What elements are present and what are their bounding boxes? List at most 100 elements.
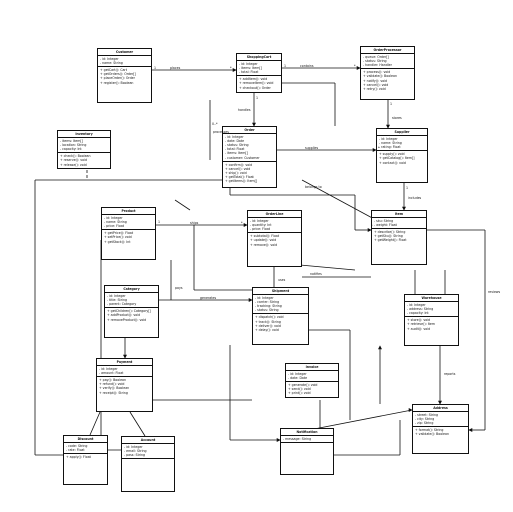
class-box-product: Product- id: Integer- name: String- pric…	[101, 207, 156, 260]
arrowhead	[276, 438, 281, 442]
class-attribute: - status: String	[363, 59, 387, 64]
class-attribute: - items: Item[]	[225, 151, 248, 156]
class-name: ShoppingCart	[237, 54, 281, 62]
arrowhead	[438, 400, 442, 405]
class-box-payment: Payment- id: Integer- amount: Float+ pay…	[96, 358, 153, 412]
association-line	[308, 409, 413, 431]
class-box-category: Category- id: Integer- title: String- pa…	[104, 285, 159, 338]
class-attribute: - capacity: Int	[407, 311, 429, 316]
class-box-invoice: Invoice- id: Integer- date: Date+ genera…	[285, 363, 339, 398]
class-attribute: - id: Integer	[124, 445, 143, 450]
class-box-account: Account- id: Integer- email: String- pas…	[121, 436, 175, 492]
class-attribute: - id: Integer	[250, 219, 269, 224]
class-method: + apply(): Float	[66, 455, 91, 460]
class-name: Category	[105, 286, 158, 294]
association-label: belongs to	[305, 185, 322, 189]
association-label: generates	[200, 296, 217, 300]
class-method: + format(): String	[415, 428, 444, 433]
class-attribute: - id: Integer	[100, 57, 119, 62]
class-attribute: - tracking: String	[255, 304, 282, 309]
class-attribute: - message: String	[283, 437, 312, 442]
class-method: + cancel(): void	[225, 166, 251, 171]
multiplicity: *	[354, 64, 356, 68]
association-label: processes	[213, 130, 229, 134]
class-box-item: Item- sku: String- weight: Float+ descri…	[371, 210, 427, 265]
class-method: + removeItem(): void	[239, 81, 274, 86]
method-section: + store(): void+ retrieve(): Item+ audit…	[405, 317, 458, 331]
attribute-section: - id: Integer- name: String	[98, 56, 151, 68]
class-method: + retrieve(): Item	[407, 322, 435, 327]
class-attribute: - id: Integer	[99, 367, 118, 372]
class-method: + store(): void	[407, 318, 431, 323]
class-attribute: - amount: Float	[99, 371, 124, 376]
multiplicity: 1	[406, 186, 409, 190]
class-method: + getPrice(): Float	[104, 231, 134, 236]
attribute-section: - id: Integer- quantity: Int- price: Flo…	[248, 218, 301, 234]
association-line	[129, 411, 146, 437]
method-section: + supply(): void+ getCatalog(): Item[]+ …	[377, 151, 427, 165]
arrowhead	[367, 228, 372, 232]
method-section	[122, 459, 174, 464]
multiplicity: *	[230, 66, 232, 70]
class-name: Inventory	[58, 131, 110, 139]
class-method: + addProduct(): void	[107, 313, 141, 318]
attribute-section: - id: Integer- date: Date- status: Strin…	[223, 134, 276, 162]
class-name: Item	[372, 211, 426, 219]
class-method: + audit(): void	[407, 326, 431, 331]
class-attribute: - weight: Float	[374, 223, 397, 228]
attribute-section: - items: Item[]- location: String- capac…	[58, 138, 110, 154]
method-section	[281, 443, 333, 448]
association-label: includes	[408, 196, 422, 200]
class-attribute: - name: String	[379, 141, 402, 146]
class-method: + check(): Boolean	[60, 154, 91, 159]
multiplicity: 1	[154, 66, 157, 70]
class-attribute: - id: Integer	[379, 137, 398, 142]
association-line	[89, 411, 101, 436]
class-box-warehouse: Warehouse- id: Integer- address: String-…	[404, 294, 459, 346]
class-attribute: - city: String	[415, 417, 435, 422]
attribute-section: - sku: String- weight: Float	[372, 218, 426, 230]
class-attribute: - sku: String	[374, 219, 394, 224]
multiplicity: *	[241, 221, 243, 225]
method-section: + addItem(): void+ removeItem(): void+ c…	[237, 76, 281, 90]
association-label: ships	[190, 221, 199, 225]
class-attribute: - date: Date	[225, 139, 245, 144]
arrowhead	[402, 206, 406, 211]
class-method: + print(): void	[288, 391, 311, 396]
class-attribute: - quantity: Int	[250, 223, 272, 228]
class-attribute: - items: Item[]	[239, 66, 262, 71]
method-section: + describe(): String+ getSku(): String+ …	[372, 229, 426, 243]
class-box-shoppingcart: ShoppingCart- id: Integer- items: Item[]…	[236, 53, 282, 93]
arrowhead	[248, 298, 253, 302]
class-method: + release(): void	[60, 162, 87, 167]
class-attribute: - location: String	[60, 143, 87, 148]
attribute-section: - id: Integer- date: Date	[286, 371, 338, 383]
class-box-orderline: OrderLine- id: Integer- quantity: Int- p…	[247, 210, 302, 267]
class-method: + getTotal(): Float	[225, 174, 254, 179]
attribute-section: - id: Integer- name: String- price: Floa…	[102, 215, 155, 231]
class-method: + receipt(): String	[99, 390, 128, 395]
class-method: + pay(): Boolean	[99, 378, 127, 383]
attribute-section: - message: String	[281, 436, 333, 444]
method-section: + pay(): Boolean+ refund(): void+ verify…	[97, 377, 152, 395]
multiplicity: 0..*	[212, 122, 218, 126]
class-method: + removeProduct(): void	[107, 317, 147, 322]
class-method: + validate(): Boolean	[363, 74, 397, 79]
class-attribute: - id: Integer	[407, 303, 426, 308]
method-section: + getCart(): Cart+ getOrders(): Order[]+…	[98, 67, 151, 85]
class-method: + cancel(): void	[363, 82, 389, 87]
method-section: + check(): Boolean+ reserve(): void+ rel…	[58, 153, 110, 167]
method-section: + format(): String+ validate(): Boolean	[413, 427, 468, 437]
class-attribute: - title: String	[107, 298, 127, 303]
multiplicity: 1	[284, 64, 287, 68]
method-section: + getChildren(): Category[]+ addProduct(…	[105, 308, 158, 322]
arrowhead	[356, 66, 361, 70]
class-method: + notify(): void	[363, 78, 388, 83]
arrowhead	[468, 428, 473, 432]
class-name: Warehouse	[405, 295, 458, 303]
arrowhead	[372, 148, 377, 152]
class-name: OrderLine	[248, 211, 301, 219]
class-method: + retry(): void	[363, 86, 386, 91]
